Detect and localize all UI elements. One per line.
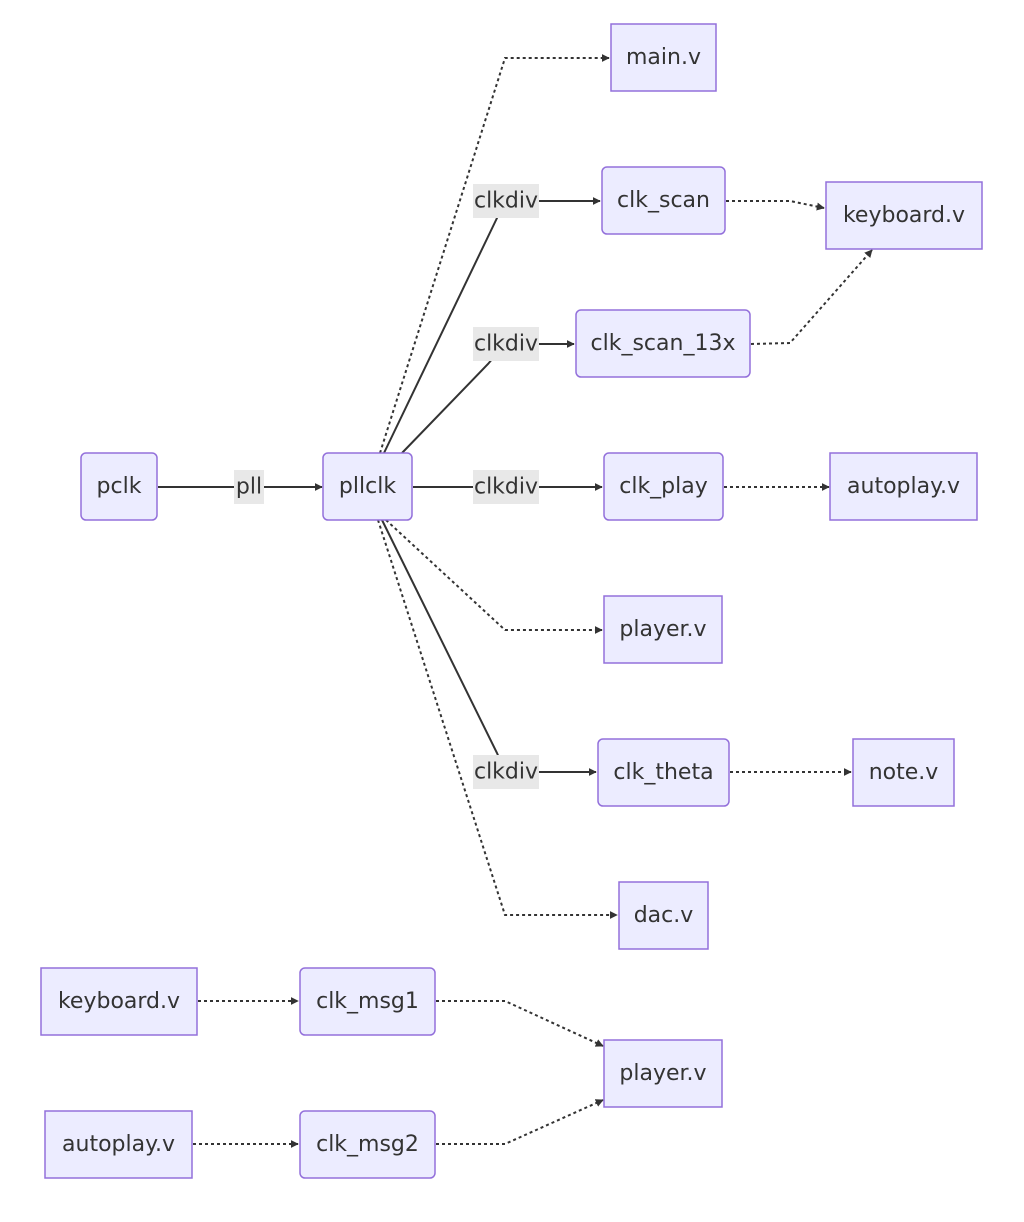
node-label: clk_scan_13x bbox=[591, 331, 736, 356]
node-box bbox=[825, 181, 983, 250]
node-box bbox=[597, 738, 730, 807]
node-keyboard-v-2[interactable]: keyboard.v bbox=[40, 967, 198, 1036]
edge-label-background bbox=[473, 184, 539, 218]
node-label: main.v bbox=[626, 45, 701, 70]
edge-clk-msg2-to-player-v-2 bbox=[436, 1099, 604, 1145]
node-box bbox=[603, 1039, 723, 1108]
edge-label-text: clkdiv bbox=[474, 189, 538, 214]
edge-label-text: clkdiv bbox=[474, 332, 538, 357]
node-clk-msg2[interactable]: clk_msg2 bbox=[299, 1110, 436, 1179]
node-label: autoplay.v bbox=[62, 1132, 175, 1157]
node-label: clk_scan bbox=[617, 188, 710, 213]
edge-clk-msg1-to-player-v-2 bbox=[436, 1000, 604, 1047]
node-keyboard-v[interactable]: keyboard.v bbox=[825, 181, 983, 250]
nodes-layer: pclk pllclk main.v clk_scan keyboard.v clk_sc… bbox=[40, 23, 983, 1179]
edge-clk-scan-13x-to-keyboard-v bbox=[750, 249, 873, 345]
node-clk-scan[interactable]: clk_scan bbox=[601, 166, 726, 235]
node-clk-play[interactable]: clk_play bbox=[603, 452, 724, 521]
node-label: clk_play bbox=[619, 474, 708, 499]
node-box bbox=[44, 1110, 193, 1179]
node-label: pllclk bbox=[339, 474, 396, 499]
node-autoplay-v-2[interactable]: autoplay.v bbox=[44, 1110, 193, 1179]
node-clk-msg1[interactable]: clk_msg1 bbox=[299, 967, 436, 1036]
node-pllclk[interactable]: pllclk bbox=[322, 452, 413, 521]
node-main-v[interactable]: main.v bbox=[610, 23, 717, 92]
node-label: player.v bbox=[619, 617, 706, 642]
edge-label-pll: pll bbox=[234, 470, 264, 504]
edge-label-clkdiv: clkdiv bbox=[473, 470, 539, 504]
edge-label-text: clkdiv bbox=[474, 760, 538, 785]
node-box bbox=[618, 881, 709, 950]
node-player-v-2[interactable]: player.v bbox=[603, 1039, 723, 1108]
node-label: clk_msg2 bbox=[316, 1132, 419, 1157]
node-label: keyboard.v bbox=[843, 203, 965, 228]
edge-pllclk-to-player-v bbox=[385, 519, 603, 634]
node-pclk[interactable]: pclk bbox=[80, 452, 158, 521]
node-box bbox=[40, 967, 198, 1036]
node-box bbox=[603, 452, 724, 521]
edge-label-background bbox=[473, 470, 539, 504]
node-box bbox=[603, 595, 723, 664]
edge-pllclk-to-dac-v bbox=[377, 519, 618, 919]
node-label: clk_msg1 bbox=[316, 989, 419, 1014]
node-autoplay-v[interactable]: autoplay.v bbox=[829, 452, 978, 521]
edge-label-clkdiv: clkdiv bbox=[473, 184, 539, 218]
edge-label-background bbox=[473, 755, 539, 789]
edge-label-background bbox=[234, 470, 264, 504]
edge-label-background bbox=[473, 327, 539, 361]
node-box bbox=[299, 967, 436, 1036]
node-box bbox=[829, 452, 978, 521]
edge-clk-scan-to-keyboard-v bbox=[726, 200, 825, 211]
node-label: autoplay.v bbox=[847, 474, 960, 499]
node-box bbox=[322, 452, 413, 521]
node-dac-v[interactable]: dac.v bbox=[618, 881, 709, 950]
node-label: note.v bbox=[869, 760, 939, 785]
node-label: clk_theta bbox=[613, 760, 713, 785]
node-label: player.v bbox=[619, 1061, 706, 1086]
node-box bbox=[299, 1110, 436, 1179]
edge-label-clkdiv: clkdiv bbox=[473, 327, 539, 361]
edge-pllclk-to-main-v bbox=[379, 54, 610, 454]
node-label: keyboard.v bbox=[58, 989, 180, 1014]
node-label: pclk bbox=[97, 474, 142, 499]
node-box bbox=[575, 309, 751, 378]
edge-label-text: clkdiv bbox=[474, 475, 538, 500]
edge-label-text: pll bbox=[236, 475, 262, 500]
node-clk-theta[interactable]: clk_theta bbox=[597, 738, 730, 807]
node-clk-scan-13x[interactable]: clk_scan_13x bbox=[575, 309, 751, 378]
node-note-v[interactable]: note.v bbox=[852, 738, 955, 807]
edge-labels-layer: pll clkdiv clkdiv clkdiv clkdiv bbox=[234, 184, 539, 789]
node-box bbox=[80, 452, 158, 521]
node-box bbox=[601, 166, 726, 235]
node-label: dac.v bbox=[634, 903, 694, 928]
node-box bbox=[852, 738, 955, 807]
node-box bbox=[610, 23, 717, 92]
edge-pllclk-to-clk-theta bbox=[381, 519, 597, 776]
edges-layer bbox=[158, 54, 873, 1148]
node-player-v[interactable]: player.v bbox=[603, 595, 723, 664]
edge-label-clkdiv: clkdiv bbox=[473, 755, 539, 789]
